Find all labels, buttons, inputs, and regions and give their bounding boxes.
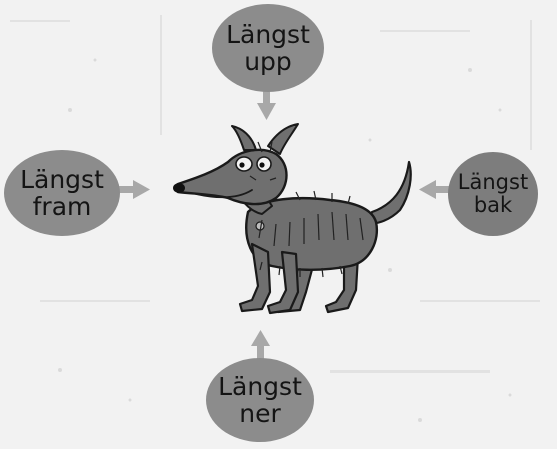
label-left-line1: Längst	[20, 166, 104, 193]
label-right-line1: Längst	[458, 171, 528, 194]
label-top-line2: upp	[244, 48, 292, 75]
label-bubble-top: Längst upp	[212, 4, 324, 92]
label-bubble-bottom: Längst ner	[206, 358, 314, 442]
label-bottom-line1: Längst	[218, 373, 302, 400]
dog-tail	[368, 162, 411, 224]
dog-ear-left	[232, 126, 256, 150]
label-bubble-left: Längst fram	[4, 150, 120, 236]
label-bubble-right: Längst bak	[448, 152, 538, 236]
label-bottom-line2: ner	[239, 400, 281, 427]
label-right-line2: bak	[474, 194, 512, 217]
dog-ear-right	[268, 124, 298, 154]
dog-front-leg-left	[240, 244, 270, 311]
label-left-line2: fram	[33, 193, 92, 220]
label-top-line1: Längst	[226, 21, 310, 48]
dog-nose	[173, 183, 185, 193]
